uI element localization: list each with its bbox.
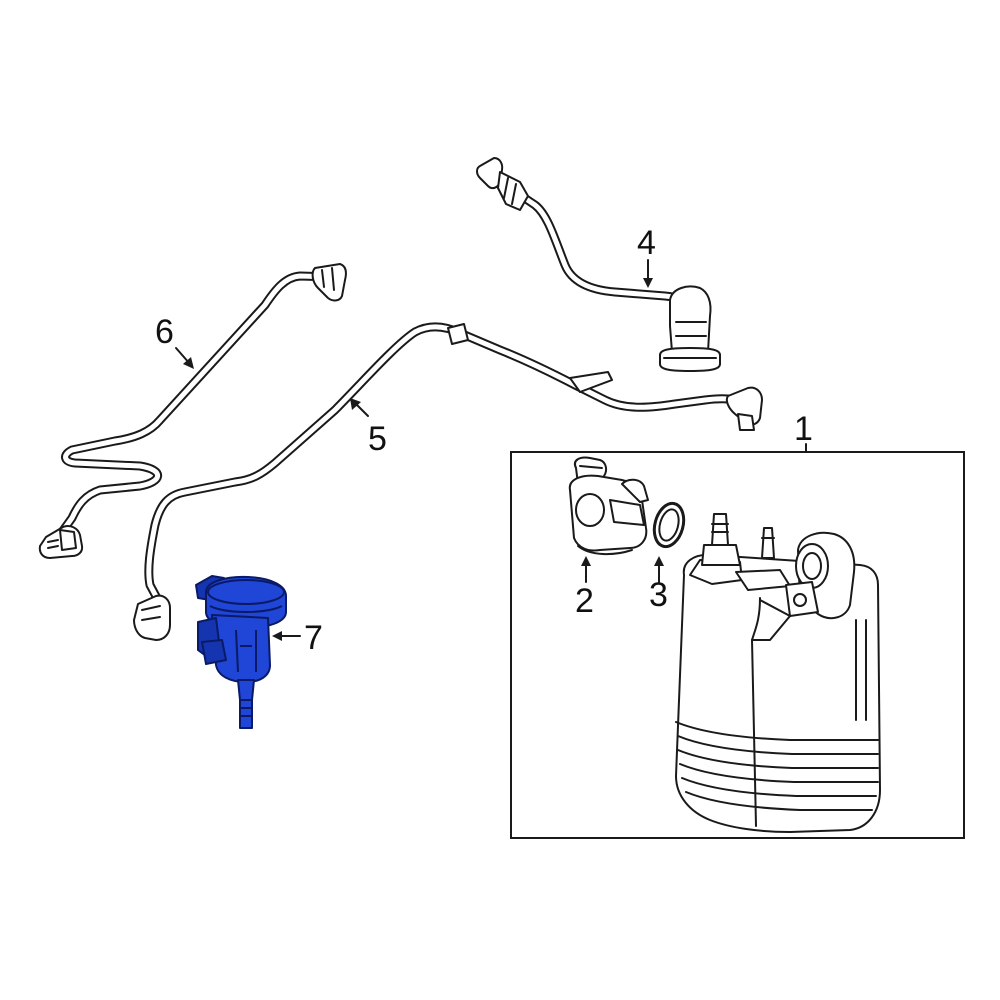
callout-4: 4 xyxy=(637,224,656,262)
callout-labels: 1 2 3 4 5 6 7 xyxy=(155,224,813,657)
part-1-assembly-frame xyxy=(510,451,965,839)
callout-6: 6 xyxy=(155,313,174,351)
callout-2: 2 xyxy=(575,582,594,620)
part-2-canister-valve[interactable] xyxy=(568,456,649,556)
leader-lines xyxy=(175,259,807,641)
callout-7: 7 xyxy=(304,619,323,657)
callout-1: 1 xyxy=(794,410,813,448)
part-3-o-ring[interactable] xyxy=(650,500,688,550)
part-4-vent-hose[interactable] xyxy=(476,157,721,372)
part-1-vapor-canister[interactable] xyxy=(675,513,881,833)
part-7-purge-solenoid-highlighted[interactable] xyxy=(195,575,287,729)
part-5-purge-hose[interactable] xyxy=(133,322,763,641)
callout-5: 5 xyxy=(368,420,387,458)
part-6-vapor-hose[interactable] xyxy=(38,263,347,559)
callout-3: 3 xyxy=(649,576,668,614)
